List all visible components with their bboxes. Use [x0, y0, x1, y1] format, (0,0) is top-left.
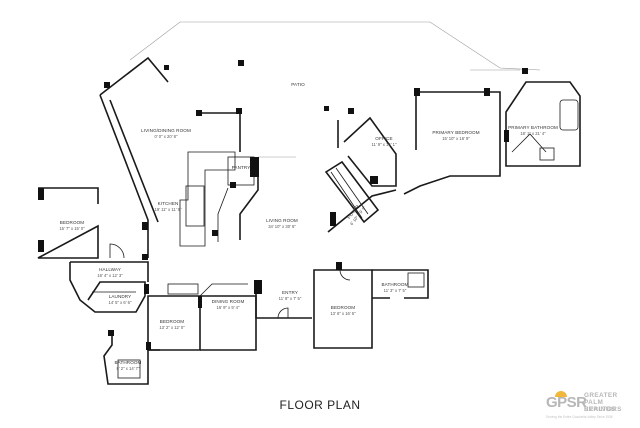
- label-bedroom-right: BEDROOM: [331, 305, 356, 310]
- dims-hallway: 16' 4" x 12' 3": [97, 273, 123, 278]
- label-dining: DINING ROOM: [212, 299, 245, 304]
- dims-living-dining: 0' 0" x 20' 8": [155, 134, 178, 139]
- label-bedroom-mid: BEDROOM: [160, 319, 185, 324]
- label-patio: PATIO: [291, 82, 305, 87]
- dims-bedroom-mid: 13' 2" x 12' 0": [159, 325, 185, 330]
- logo-line-1: GREATER: [584, 392, 618, 399]
- wall-foyer: [324, 160, 380, 224]
- sun-icon: [555, 391, 567, 397]
- wall-laundry: [69, 262, 146, 313]
- door-bedroom-right: [339, 269, 351, 281]
- wall-living-dining-diagonal-inner: [109, 99, 159, 223]
- door-bedroom-left: [109, 243, 125, 259]
- vanity-primary: [511, 133, 547, 153]
- wall-foyer-lower: [327, 189, 397, 233]
- foyer-steps: [330, 167, 369, 219]
- patio-outline: [129, 21, 541, 71]
- dims-entry: 11' 8" x 7' 5": [279, 296, 302, 301]
- dims-bedroom-left: 15' 7" x 15' 0": [59, 226, 85, 231]
- wall-primary-bathroom: [505, 81, 581, 167]
- wall-dining: [200, 295, 257, 351]
- dims-primary-bathroom: 18' 1" x 21' 4": [520, 131, 546, 136]
- logo-line-2: PALM SPRINGS: [584, 399, 616, 413]
- door-entry: [277, 307, 289, 319]
- label-hallway: HALLWAY: [99, 267, 121, 272]
- label-living-dining: LIVING/DINING ROOM: [141, 128, 191, 133]
- dims-bedroom-right: 13' 6" x 16' 5": [330, 311, 356, 316]
- closet-mid: [167, 283, 199, 295]
- dims-office: 11' 9" x 16' 1": [372, 142, 397, 147]
- dims-dining: 16' 9" x 9' 4": [217, 305, 240, 310]
- vanity-right: [407, 272, 425, 288]
- label-primary-bathroom: PRIMARY BATHROOM: [508, 125, 558, 130]
- logo-line-3: REALTORS: [584, 406, 622, 413]
- dims-laundry: 14' 5" x 6' 6": [109, 300, 132, 305]
- label-bathroom-right: BATHROOM: [381, 282, 408, 287]
- tub-primary: [559, 99, 579, 131]
- wall-hallway: [70, 261, 149, 282]
- wall-bedroom-right: [313, 269, 373, 349]
- wall-bathroom-right: [372, 269, 429, 299]
- label-bedroom-left: BEDROOM: [60, 220, 85, 225]
- label-bathroom-left: BATHROOM: [114, 360, 141, 365]
- dining-angled: [199, 283, 248, 297]
- wall-bathroom-left: [103, 330, 160, 385]
- logo-mark: GPSR: [546, 394, 587, 411]
- wall-entry: [255, 284, 312, 319]
- wall-living-dining-diagonal: [99, 94, 149, 258]
- wall-living-dining-west: [99, 56, 169, 96]
- brokerage-logo: GPSR GREATER PALM SPRINGS REALTORS Servi…: [546, 390, 632, 424]
- wall-kitchen: [198, 112, 241, 152]
- dims-bathroom-right: 11' 3" x 7' 5": [384, 288, 407, 293]
- wall-bedroom-left: [37, 187, 99, 259]
- page-title: FLOOR PLAN: [279, 398, 361, 412]
- shower-primary: [539, 147, 555, 161]
- label-laundry: LAUNDRY: [109, 294, 132, 299]
- wall-blocks: [38, 60, 528, 350]
- kitchen-angled-counter: [217, 187, 229, 242]
- room-labels: PATIO LIVING/DINING ROOM 0' 0" x 20' 8" …: [59, 82, 558, 371]
- label-pantry: PANTRY: [232, 165, 251, 170]
- label-living: LIVING ROOM: [266, 218, 298, 223]
- dims-kitchen: 19' 11" x 11' 9": [155, 207, 183, 212]
- dims-living: 34' 10" x 30' 6": [268, 224, 296, 229]
- label-office: OFFICE: [375, 136, 392, 141]
- label-kitchen: KITCHEN: [158, 201, 179, 206]
- tub-left: [117, 359, 141, 379]
- wall-office: [343, 116, 397, 187]
- wall-primary-bedroom: [403, 91, 501, 195]
- label-entry: ENTRY: [282, 290, 298, 295]
- logo-tagline: Serving the Entire Coachella Valley Sinc…: [546, 415, 613, 419]
- label-primary-bedroom: PRIMARY BEDROOM: [432, 130, 479, 135]
- dims-bathroom-left: 8' 2" x 14' 7": [117, 366, 140, 371]
- kitchen-counter: [179, 151, 236, 247]
- kitchen-island: [185, 185, 205, 227]
- dims-primary-bedroom: 15' 10" x 16' 9": [442, 136, 470, 141]
